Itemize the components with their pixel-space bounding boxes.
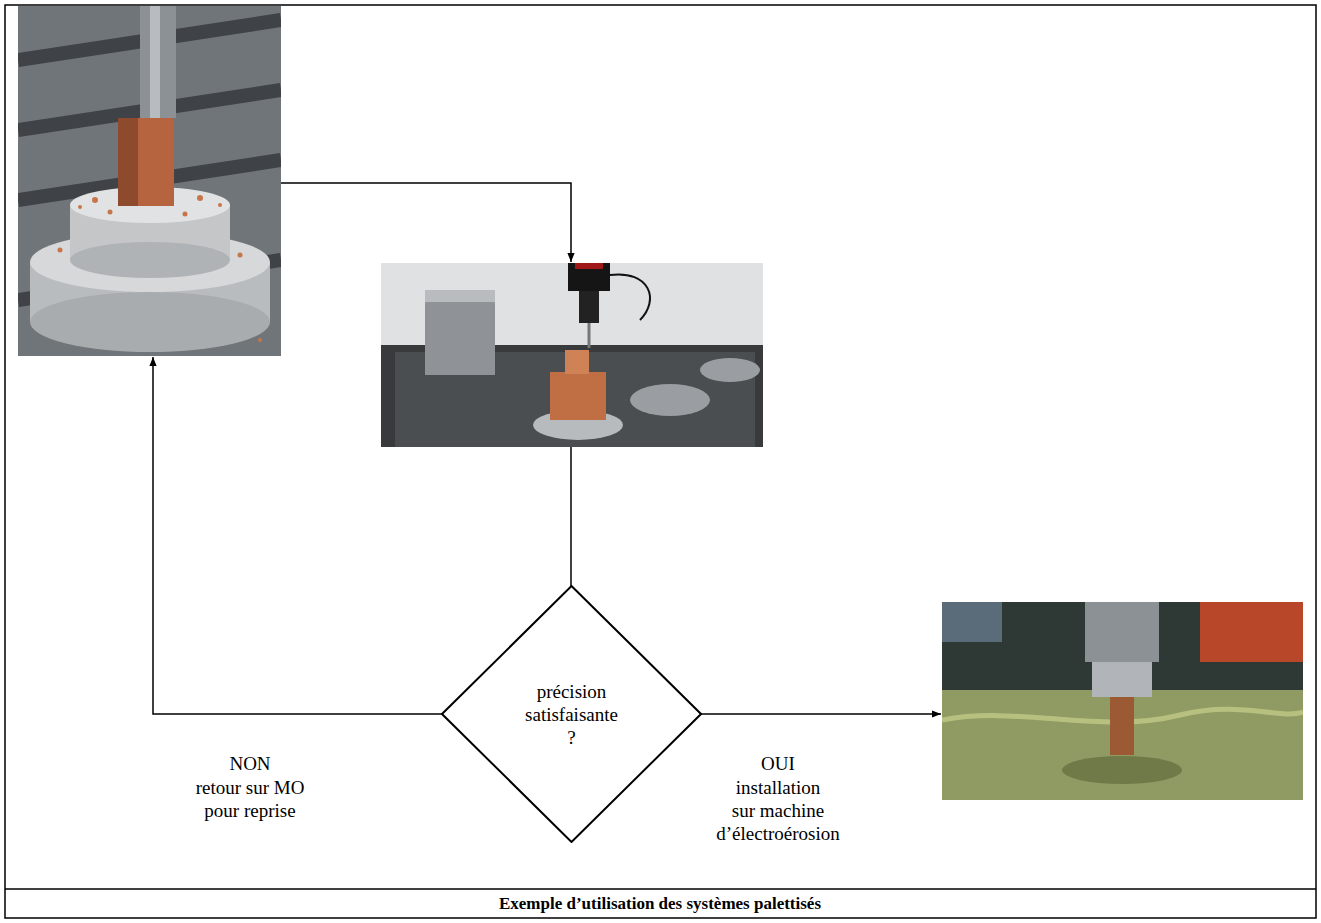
figure-caption: Exemple d’utilisation des systèmes palet…: [499, 893, 821, 915]
milling-photo: [18, 6, 281, 356]
chuck-base: [30, 292, 270, 352]
measuring-photo: [381, 263, 763, 447]
flow-arrow: [153, 357, 442, 714]
diamond-outline: [442, 586, 701, 842]
copper-electrode: [550, 372, 606, 420]
probe-head: [575, 263, 603, 269]
branch-label: retour sur MO pour reprise: [196, 776, 305, 822]
machine-table: [18, 6, 281, 356]
branch-label: OUI: [761, 752, 795, 775]
probe-body: [579, 291, 599, 323]
work-piece: [1062, 756, 1182, 784]
chuck: [700, 358, 760, 382]
chips: [58, 195, 263, 342]
flow-line: [570, 447, 572, 586]
spindle: [1092, 662, 1152, 697]
edm-photo: [942, 602, 1303, 800]
flow-arrow: [701, 713, 941, 715]
machine-part: [942, 602, 1002, 642]
caption-rule: [5, 888, 1316, 890]
chuck: [630, 384, 710, 416]
copper-block: [118, 118, 174, 206]
branch-label: NON: [229, 752, 270, 775]
copper-electrode: [565, 350, 589, 374]
spindle: [140, 6, 176, 118]
holder-block: [425, 290, 495, 302]
copper-block: [118, 118, 138, 206]
machine-part: [1200, 602, 1303, 662]
copper-electrode: [1110, 697, 1134, 755]
decision-text: précision satisfaisante ?: [525, 680, 618, 749]
frame: [5, 5, 1316, 918]
probe-stylus: [588, 323, 591, 348]
background: [942, 602, 1303, 800]
spindle: [150, 6, 160, 118]
spindle: [1085, 602, 1159, 662]
decision-diamond: précision satisfaisante ?: [441, 585, 702, 843]
chuck-top: [70, 242, 230, 278]
holder-block: [425, 290, 495, 375]
background: [381, 263, 763, 447]
probe-head: [568, 263, 610, 291]
dielectric-bath: [942, 690, 1303, 800]
flow-arrow: [281, 183, 571, 262]
probe-cable: [610, 274, 650, 320]
branch-label: installation sur machine d’électroérosio…: [716, 776, 839, 845]
